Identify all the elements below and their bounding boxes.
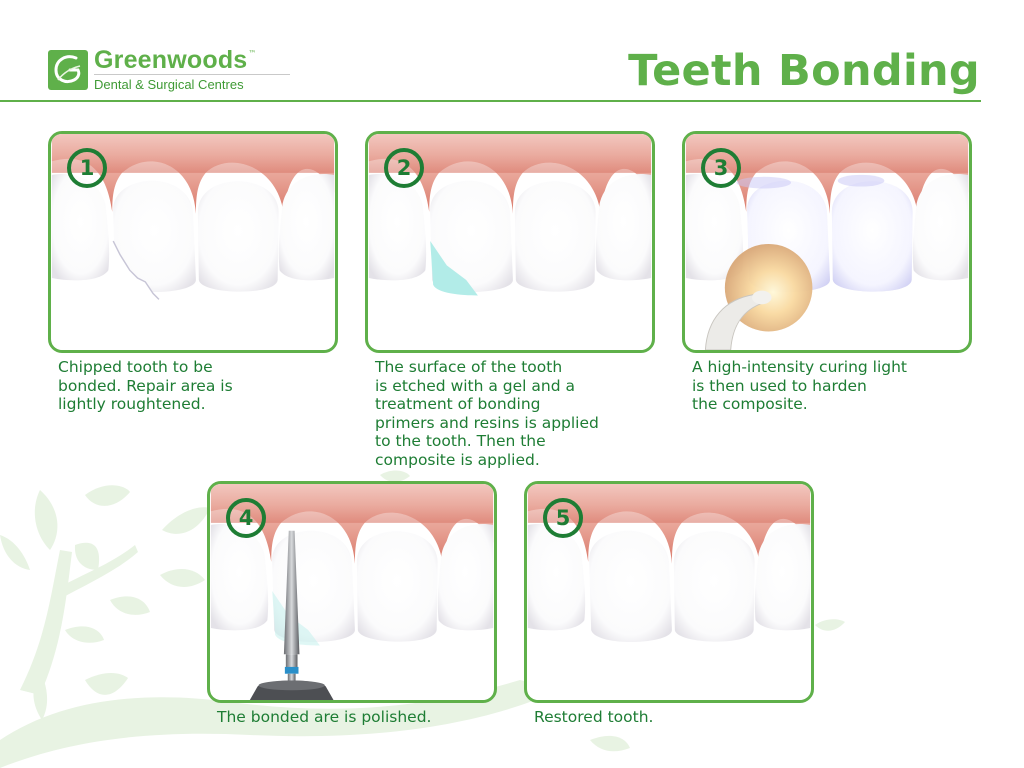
step-4-illustration: 4 bbox=[207, 481, 497, 703]
step-5: 5 Restored tooth. bbox=[524, 481, 814, 727]
step-1: 1 Chipped tooth to be bonded. Repair are… bbox=[48, 131, 338, 414]
step-1-illustration: 1 bbox=[48, 131, 338, 353]
page-title: Teeth Bonding bbox=[628, 46, 980, 96]
step-2: 2 The surface of the tooth is etched wit… bbox=[365, 131, 655, 469]
trademark-symbol: ™ bbox=[248, 49, 257, 58]
etching-gel-illustration bbox=[368, 134, 652, 350]
step-caption: The surface of the tooth is etched with … bbox=[375, 358, 599, 469]
step-3-illustration: 3 bbox=[682, 131, 972, 353]
logo-divider bbox=[94, 74, 290, 75]
step-number-badge: 1 bbox=[67, 148, 107, 188]
step-2-illustration: 2 bbox=[365, 131, 655, 353]
step-3: 3 A high-intensity curing light is then … bbox=[682, 131, 972, 414]
polishing-bur-illustration bbox=[210, 484, 494, 700]
logo-name: Greenwoods bbox=[94, 46, 248, 74]
step-4: 4 The bonded are is polished. bbox=[207, 481, 497, 727]
step-caption: A high-intensity curing light is then us… bbox=[692, 358, 908, 413]
step-5-illustration: 5 bbox=[524, 481, 814, 703]
chipped-tooth-illustration bbox=[51, 134, 335, 350]
header-divider bbox=[0, 100, 981, 102]
curing-light-illustration bbox=[685, 134, 969, 350]
background-tree-decoration bbox=[0, 470, 845, 768]
step-number-badge: 3 bbox=[701, 148, 741, 188]
step-number-badge: 2 bbox=[384, 148, 424, 188]
leaf-g-monogram-icon bbox=[48, 50, 88, 90]
brand-logo[interactable]: Greenwoods™ Dental & Surgical Centres bbox=[48, 47, 290, 92]
step-number-badge: 4 bbox=[226, 498, 266, 538]
step-caption: Restored tooth. bbox=[534, 708, 654, 726]
step-caption: Chipped tooth to be bonded. Repair area … bbox=[58, 358, 233, 413]
logo-subtitle: Dental & Surgical Centres bbox=[94, 77, 244, 92]
step-caption: The bonded are is polished. bbox=[217, 708, 432, 726]
step-number-badge: 5 bbox=[543, 498, 583, 538]
